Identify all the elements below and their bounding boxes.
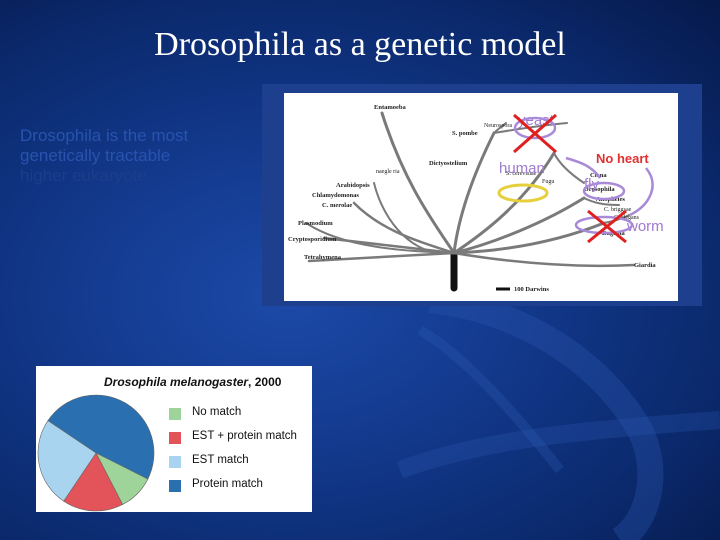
legend-swatch-est-protein-match (169, 432, 181, 444)
annotation-human: human (499, 160, 545, 177)
slide-title: Drosophila as a genetic model (0, 26, 720, 64)
annotation-yeast: yeast (518, 112, 554, 129)
legend-label-protein-match: Protein match (192, 478, 263, 490)
tree-label-chlamydomonas: Chlamydomonas (312, 192, 359, 199)
tree-label-euglena: Euglena (602, 230, 626, 237)
phylogenetic-tree-figure: Entamoeba S. pombe Neurospora naegle ria… (284, 93, 678, 301)
pie-chart-card: Drosophila melanogaster, 2000 No match E… (36, 366, 312, 512)
tree-label-cmerolae: C. merolae (322, 202, 352, 209)
annotation-fly: fly (584, 176, 599, 193)
tree-label-cryptosporidium: Cryptosporidium (288, 236, 337, 243)
annotation-no-heart: No heart (596, 151, 649, 166)
tree-label-anopheles: Anopheles (596, 196, 625, 203)
tree-label-plasmodium: Plasmodium (298, 220, 333, 227)
tree-label-scale: 100 Darwins (514, 286, 549, 293)
body-line-3: higher eukaryote (20, 166, 255, 186)
body-line-1: Drosophila is the most (20, 126, 255, 146)
tree-label-giardia: Giardia (634, 262, 656, 269)
slide-body-text: Drosophila is the most genetically tract… (20, 126, 255, 186)
pie-chart (36, 366, 166, 512)
legend-swatch-protein-match (169, 480, 181, 492)
tree-label-cbriggsae: C. briggsae (604, 207, 632, 213)
annotation-worm: worm (627, 218, 664, 235)
legend-label-est-match: EST match (192, 454, 249, 466)
pie-title-year: , 2000 (248, 375, 281, 389)
tree-label-fugu: Fugu (542, 179, 554, 185)
tree-label-neurospora: Neurospora (484, 123, 512, 129)
legend-swatch-no-match (169, 408, 181, 420)
tree-label-entamoeba: Entamoeba (374, 104, 407, 111)
body-line-2: genetically tractable (20, 146, 255, 166)
tree-label-dictyostelium: Dictyostelium (429, 160, 468, 167)
legend-label-no-match: No match (192, 406, 241, 418)
tree-label-spombe: S. pombe (452, 130, 478, 137)
tree-label-naegleria: naegle ria (376, 169, 400, 175)
legend-label-est-protein-match: EST + protein match (192, 430, 297, 442)
tree-label-tetrahymena: Tetrahymena (304, 254, 342, 261)
legend-swatch-est-match (169, 456, 181, 468)
tree-label-arabidopsis: Arabidopsis (336, 182, 370, 189)
